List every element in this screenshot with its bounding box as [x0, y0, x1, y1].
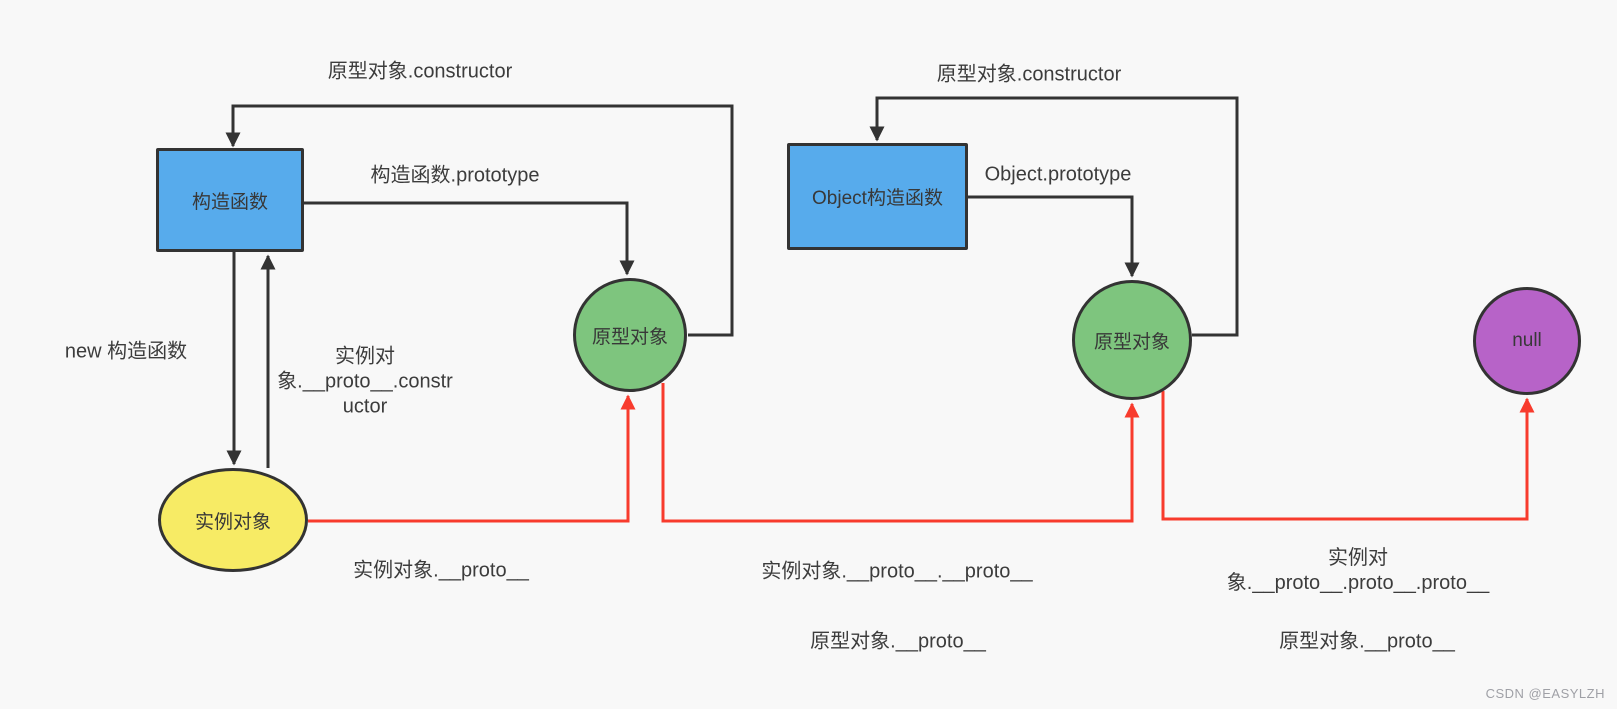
node-label: Object构造函数	[812, 188, 943, 209]
node-null: null	[1473, 287, 1581, 395]
csdn-watermark: CSDN @EASYLZH	[1485, 686, 1605, 701]
node-prototype-object-1: 原型对象	[573, 278, 687, 392]
edge-prototype-proto-null	[1161, 391, 1535, 521]
label-constructor-prototype: 构造函数.prototype	[370, 164, 540, 187]
label-prototype-constructor-left: 原型对象.constructor	[327, 60, 513, 83]
edge-prototype-constructor-loop-right	[869, 96, 1239, 337]
node-label: 构造函数	[191, 191, 268, 213]
edge-instance-proto-proto	[661, 383, 1140, 523]
node-prototype-object-2: 原型对象	[1072, 280, 1192, 400]
label-instance-proto-proto-proto: 实例对象.__proto__.proto__.proto__	[1226, 547, 1490, 594]
node-instance-object: 实例对象	[158, 468, 308, 572]
node-label: 原型对象	[1093, 331, 1170, 353]
label-instance-proto: 实例对象.__proto__	[353, 559, 529, 582]
label-prototype-proto-right: 原型对象.__proto__	[1279, 630, 1455, 653]
label-instance-proto-proto: 实例对象.__proto__.__proto__	[761, 560, 1033, 583]
edge-prototype-constructor-loop-left	[225, 104, 734, 337]
edge-object-prototype	[968, 195, 1140, 278]
edge-instance-proto	[308, 394, 636, 523]
edge-constructor-prototype-left	[304, 201, 635, 276]
label-prototype-constructor-right: 原型对象.constructor	[936, 63, 1122, 86]
node-label: 原型对象	[591, 326, 668, 348]
label-new-constructor: new 构造函数	[64, 340, 188, 363]
node-label: 实例对象	[194, 511, 271, 533]
node-label: null	[1512, 330, 1542, 351]
node-constructor-function: 构造函数	[156, 148, 304, 252]
label-instance-proto-constructor: 实例对 象.__proto__.constr uctor	[277, 345, 453, 418]
label-prototype-proto-mid: 原型对象.__proto__	[810, 630, 986, 653]
label-object-prototype: Object.prototype	[984, 163, 1132, 186]
node-object-constructor-function: Object构造函数	[787, 143, 968, 250]
